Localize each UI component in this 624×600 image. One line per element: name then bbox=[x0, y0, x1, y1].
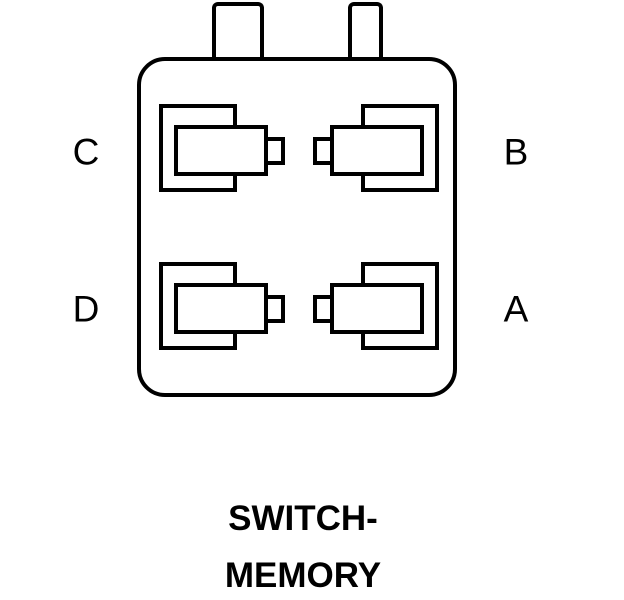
terminal-cavity-b bbox=[313, 104, 439, 192]
connector-tab-left bbox=[212, 2, 264, 57]
terminal-cavity-d bbox=[159, 262, 285, 350]
terminal-cavity-a bbox=[313, 262, 439, 350]
pin-label-d: D bbox=[72, 288, 100, 330]
caption-line-2: MEMORY bbox=[224, 556, 382, 595]
connector-tab-right bbox=[348, 2, 383, 57]
connector-body bbox=[137, 57, 457, 397]
terminal-blade bbox=[330, 283, 424, 334]
caption-line-1: SWITCH- bbox=[228, 499, 378, 538]
pin-label-b: B bbox=[503, 131, 529, 173]
pin-label-a: A bbox=[503, 288, 529, 330]
pin-label-c: C bbox=[72, 131, 100, 173]
terminal-cavity-c bbox=[159, 104, 285, 192]
terminal-blade bbox=[174, 125, 268, 176]
terminal-blade bbox=[330, 125, 424, 176]
terminal-blade bbox=[174, 283, 268, 334]
